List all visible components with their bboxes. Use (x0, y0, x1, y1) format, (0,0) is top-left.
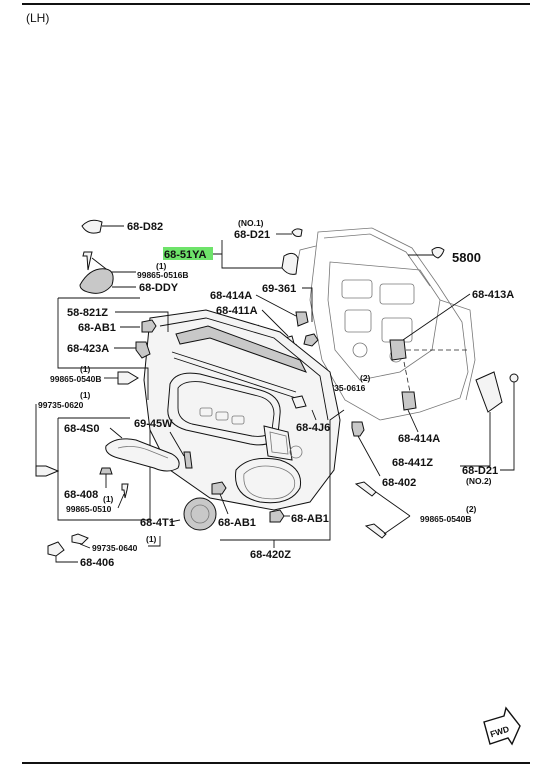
rod-69-45w-icon (183, 451, 193, 469)
clip-5800-icon (431, 247, 445, 259)
screw-99865-0540b-a-icon (117, 371, 139, 385)
label-68-ab1-b: 68-AB1 (218, 517, 256, 529)
clip-68-ab1-a-icon (141, 319, 157, 333)
nut-icon (303, 333, 319, 347)
label-99735-0640: 99735-0640 (92, 543, 138, 553)
label-68-4j6: 68-4J6 (296, 422, 330, 434)
label-68-414a-bot: 68-414A (398, 433, 440, 445)
label-68-d21-no2: 68-D21 (462, 465, 498, 477)
qty-99865-0510: (1) (103, 494, 114, 504)
label-99865-0516b: 99865-0516B (137, 270, 189, 280)
label-68-423a: 68-423A (67, 343, 109, 355)
clip-68-402-icon (351, 421, 365, 437)
trim-strip-68-441z-icon (475, 371, 503, 413)
label-68-ab1-c: 68-AB1 (291, 513, 329, 525)
label-99865-0510: 99865-0510 (66, 504, 112, 514)
label-69-361-a: 69-361 (262, 283, 296, 295)
label-68-4s0: 68-4S0 (64, 423, 99, 435)
label-99735-0616: 99735-0616 (320, 383, 366, 393)
screw-99865-0516b-icon (82, 251, 93, 271)
label-68-406: 68-406 (80, 557, 114, 569)
label-68-414a-top: 68-414A (210, 290, 252, 302)
screw-99865-0510-icon (121, 483, 129, 499)
label-68-402: 68-402 (382, 477, 416, 489)
label-68-420z: 68-420Z (250, 549, 291, 561)
no1-label: (NO.1) (238, 218, 264, 228)
bracket-68-413a-icon (389, 339, 407, 361)
speaker-68-4t1-icon (183, 497, 217, 531)
label-68-ddy: 68-DDY (139, 282, 179, 294)
screw-99865-0540b-b2-icon (364, 523, 387, 539)
clip-68-d21-no2-icon (509, 373, 519, 383)
grommet-68-423a-icon (135, 341, 151, 359)
qty-99735-0620: (1) (80, 390, 91, 400)
bezel-68-ddy-icon (79, 268, 114, 294)
clip-68-4j6-icon (291, 395, 307, 409)
clip-68-d21-no1-icon (291, 228, 303, 237)
screw-99735-0620-icon (35, 465, 60, 477)
cap-68-d82-icon (81, 219, 103, 234)
label-99735-0620: 99735-0620 (38, 400, 84, 410)
clip-69-361-a-icon (295, 311, 309, 327)
label-99865-0540b-a: 99865-0540B (50, 374, 102, 384)
label-69-45w: 69-45W (134, 418, 173, 430)
label-68-4t1: 68-4T1 (140, 517, 175, 529)
label-68-ab1-a: 68-AB1 (78, 322, 116, 334)
no2-label: (NO.2) (466, 476, 492, 486)
clip-68-ab1-c-icon (269, 509, 285, 523)
highlight-68-51ya (163, 247, 213, 260)
label-5800: 5800 (452, 250, 481, 265)
label-58-821z: 58-821Z (67, 307, 108, 319)
qty-99735-0640: (1) (146, 534, 157, 544)
label-68-441z: 68-441Z (392, 457, 433, 469)
label-68-411a: 68-411A (216, 305, 258, 317)
cap-68-406-icon (47, 541, 65, 557)
screw-99865-0540b-b1-icon (354, 481, 377, 497)
qty-99735-0616: (2) (360, 373, 371, 383)
label-68-413a: 68-413A (472, 289, 514, 301)
label-68-d82: 68-D82 (127, 221, 163, 233)
qty-99865-0540b-b: (2) (466, 504, 477, 514)
qty-99865-0540b-a: (1) (80, 364, 91, 374)
label-68-d21-no1: 68-D21 (234, 229, 270, 241)
fwd-arrow-icon: FWD (483, 706, 521, 746)
screw-99735-0640-icon (71, 533, 89, 545)
qty-99865-0516b: (1) (156, 261, 167, 271)
clip-68-ab1-b-icon (211, 481, 227, 495)
cover-68-51ya-icon (281, 252, 299, 275)
clip-68-414a-bot-icon (401, 391, 417, 411)
cap-68-408-icon (99, 467, 113, 475)
side-label: (LH) (26, 11, 49, 25)
label-99865-0540b-b: 99865-0540B (420, 514, 472, 524)
label-68-51ya: 68-51YA (164, 249, 206, 261)
label-68-408: 68-408 (64, 489, 98, 501)
